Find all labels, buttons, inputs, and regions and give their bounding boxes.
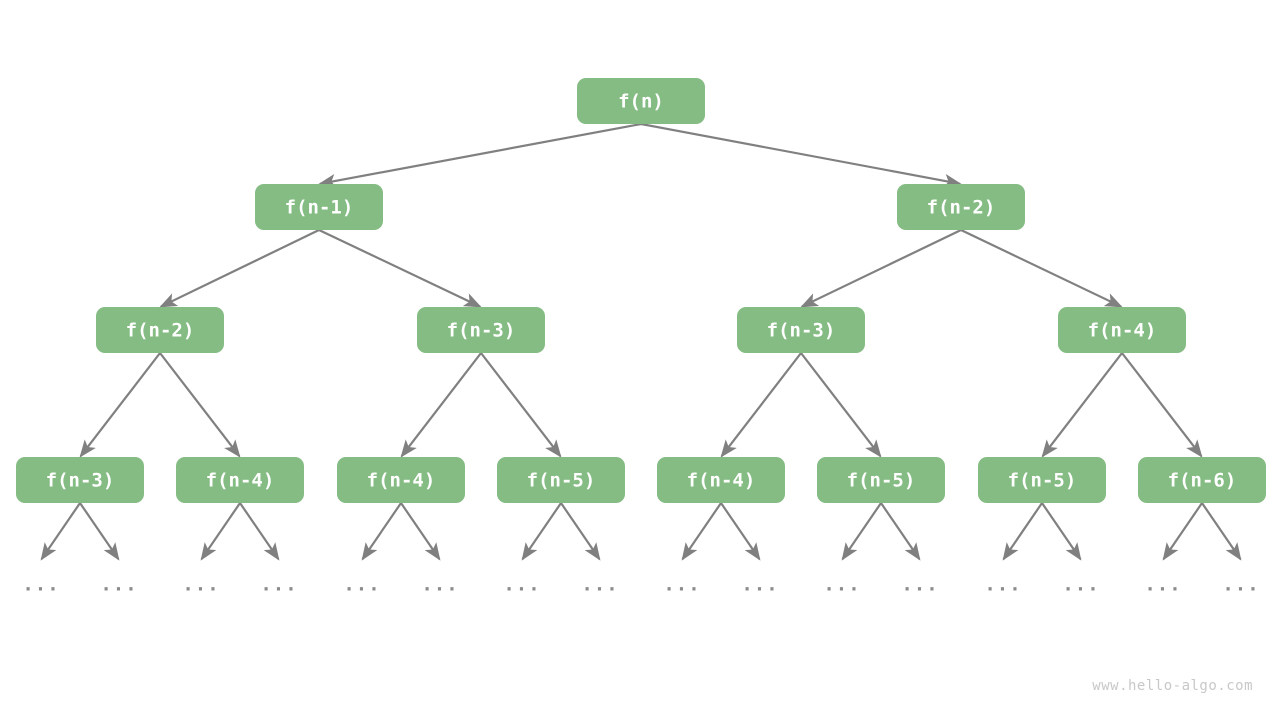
tree-edge	[480, 352, 562, 458]
tree-node-label: f(n-4)	[206, 470, 275, 492]
tree-node[interactable]: f(n-2)	[897, 184, 1025, 230]
tree-node-label: f(n-4)	[687, 470, 756, 492]
tree-node-box	[737, 307, 865, 353]
tree-edge	[79, 352, 161, 458]
tree-node-box	[337, 457, 465, 503]
tree-leaf-edge	[79, 502, 120, 561]
tree-node-box	[417, 307, 545, 353]
ellipsis-marker: ...	[343, 574, 380, 596]
tree-edge	[318, 229, 482, 308]
tree-node[interactable]: f(n-2)	[96, 307, 224, 353]
tree-edge	[159, 229, 320, 308]
tree-node-box	[1058, 307, 1186, 353]
tree-leaf-edge	[720, 502, 761, 561]
tree-node-box	[577, 78, 705, 124]
tree-node-box	[255, 184, 383, 230]
tree-node-label: f(n-6)	[1168, 470, 1237, 492]
tree-node-label: f(n-1)	[285, 197, 354, 219]
ellipsis-marker: ...	[1222, 574, 1259, 596]
tree-node-box	[978, 457, 1106, 503]
tree-node-label: f(n-2)	[927, 197, 996, 219]
tree-edge	[159, 352, 241, 458]
ellipsis-marker: ...	[901, 574, 938, 596]
ellipsis-marker: ...	[663, 574, 700, 596]
tree-edge	[800, 229, 962, 308]
ellipsis-marker: ...	[182, 574, 219, 596]
ellipsis-marker: ...	[503, 574, 540, 596]
tree-node-box	[16, 457, 144, 503]
tree-leaf-edge	[200, 502, 241, 561]
tree-leaf-edge	[1041, 502, 1082, 561]
tree-edge	[800, 352, 882, 458]
leaf-edges-layer	[40, 502, 1242, 561]
tree-leaf-edge	[239, 502, 280, 561]
tree-edge	[1041, 352, 1123, 458]
tree-node-box	[176, 457, 304, 503]
tree-edge	[720, 352, 802, 458]
tree-leaf-edge	[1002, 502, 1043, 561]
ellipsis-marker: ...	[421, 574, 458, 596]
tree-leaf-edge	[880, 502, 921, 561]
tree-node-label: f(n-4)	[367, 470, 436, 492]
watermark-label: www.hello-algo.com	[1092, 678, 1253, 694]
tree-node-box	[497, 457, 625, 503]
tree-node-label: f(n)	[618, 91, 664, 113]
tree-node-label: f(n-4)	[1088, 320, 1157, 342]
tree-node[interactable]: f(n-1)	[255, 184, 383, 230]
tree-node[interactable]: f(n-3)	[417, 307, 545, 353]
tree-node-box	[897, 184, 1025, 230]
tree-node-label: f(n-5)	[847, 470, 916, 492]
tree-edge	[318, 122, 642, 188]
tree-leaf-edge	[681, 502, 722, 561]
tree-node[interactable]: f(n-3)	[16, 457, 144, 503]
tree-leaf-edge	[1162, 502, 1203, 561]
tree-node-label: f(n-3)	[447, 320, 516, 342]
tree-node-label: f(n-5)	[527, 470, 596, 492]
tree-node-box	[1138, 457, 1266, 503]
tree-node-label: f(n-3)	[46, 470, 115, 492]
tree-leaf-edge	[361, 502, 402, 561]
ellipsis-marker: ...	[100, 574, 137, 596]
tree-edge	[1121, 352, 1203, 458]
tree-node[interactable]: f(n-6)	[1138, 457, 1266, 503]
tree-node-label: f(n-3)	[767, 320, 836, 342]
edges-layer	[79, 122, 1203, 458]
tree-leaf-edge	[560, 502, 601, 561]
tree-node[interactable]: f(n-4)	[1058, 307, 1186, 353]
tree-edge	[640, 122, 962, 188]
tree-edge	[400, 352, 482, 458]
tree-node[interactable]: f(n)	[577, 78, 705, 124]
ellipsis-marker: ...	[1062, 574, 1099, 596]
tree-node-box	[96, 307, 224, 353]
ellipsis-marker: ...	[22, 574, 59, 596]
tree-node[interactable]: f(n-4)	[337, 457, 465, 503]
tree-node-label: f(n-2)	[126, 320, 195, 342]
tree-leaf-edge	[400, 502, 441, 561]
tree-node-label: f(n-5)	[1008, 470, 1077, 492]
tree-leaf-edge	[40, 502, 81, 561]
tree-node-box	[817, 457, 945, 503]
tree-leaf-edge	[1201, 502, 1242, 561]
ellipsis-marker: ...	[1144, 574, 1181, 596]
tree-node[interactable]: f(n-5)	[978, 457, 1106, 503]
tree-node[interactable]: f(n-4)	[176, 457, 304, 503]
ellipsis-marker: ...	[741, 574, 778, 596]
ellipsis-marker: ...	[260, 574, 297, 596]
ellipsis-marker: ...	[581, 574, 618, 596]
tree-edge	[960, 229, 1123, 308]
ellipsis-marker: ...	[984, 574, 1021, 596]
tree-node-box	[657, 457, 785, 503]
tree-node[interactable]: f(n-5)	[817, 457, 945, 503]
nodes-layer: f(n) f(n-1) f(n-2) f(n-2) f(n-3) f(n-3) f(n-4)…	[16, 78, 1266, 503]
ellipses-layer: ........................................…	[22, 574, 1259, 596]
ellipsis-marker: ...	[823, 574, 860, 596]
tree-node[interactable]: f(n-5)	[497, 457, 625, 503]
tree-node[interactable]: f(n-4)	[657, 457, 785, 503]
tree-node[interactable]: f(n-3)	[737, 307, 865, 353]
tree-leaf-edge	[841, 502, 882, 561]
tree-leaf-edge	[521, 502, 562, 561]
